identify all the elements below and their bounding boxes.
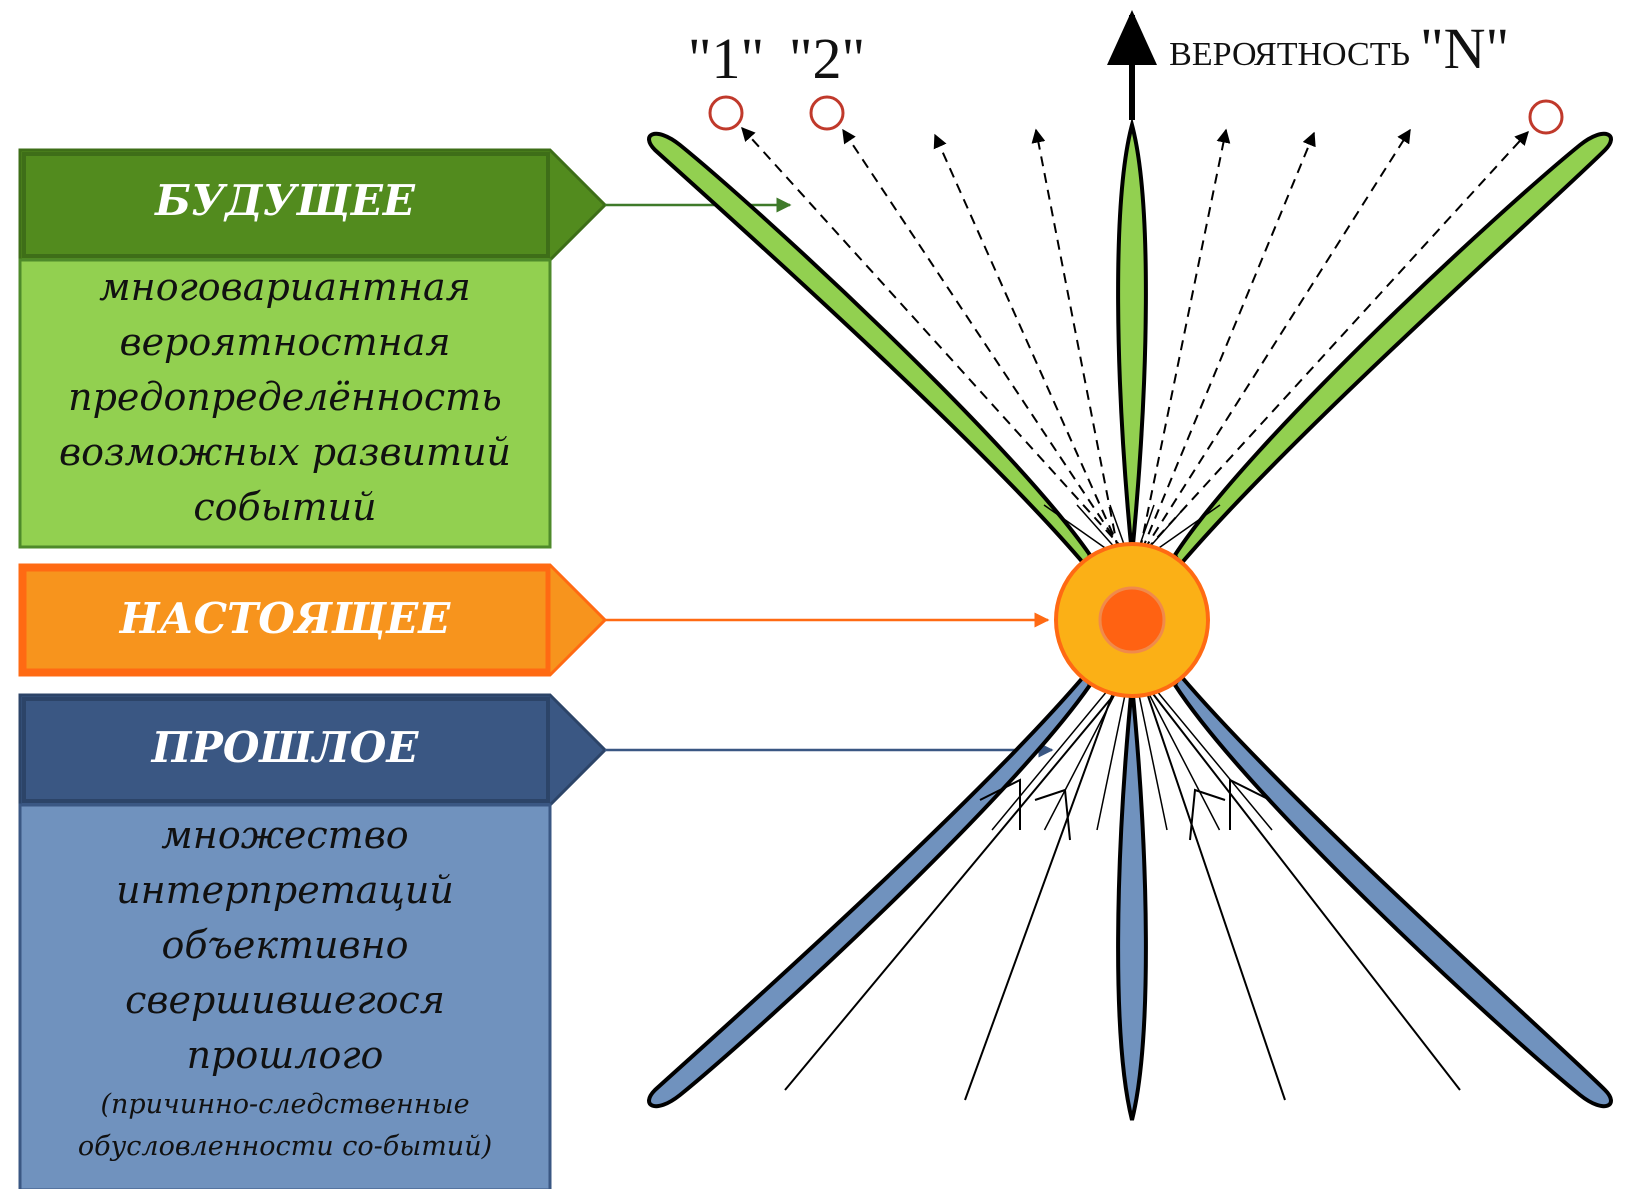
present-core [1098,586,1166,654]
future-petals [647,117,1613,569]
future-line-3: предопределённость [68,375,502,419]
future-petal-left [647,131,1093,569]
future-line-4: возможных развитий [59,430,511,474]
present-header [18,563,608,677]
past-ray-line [1149,689,1461,1091]
label-probability-2: "2" [789,26,865,91]
past-line-2: интерпретаций [116,868,454,912]
past-fan-line [1137,689,1168,831]
dashed-arrow-icon [1143,128,1411,551]
future-line-1: многовариантная [99,265,471,309]
probability-circle-icon [809,95,845,131]
future-header [18,148,608,262]
past-fan-line [1096,689,1127,831]
dashed-arrow-icon [1145,130,1529,551]
dashed-arrow-icon [1139,128,1231,551]
future-fan-line [1155,504,1221,551]
past-fan-line [1043,689,1118,831]
future-title: БУДУЩЕЕ [154,176,416,225]
past-ray-line [1145,689,1286,1101]
past-solid-rays [784,689,1461,1101]
past-petal-left [647,671,1093,1109]
probability-circle-icon [1528,99,1564,135]
past-box: ПРОШЛОЕ множество интерпретаций объектив… [18,693,608,1189]
past-petals [647,671,1613,1121]
past-fan-line [1146,689,1221,831]
past-body [18,803,552,1189]
future-body [18,258,552,549]
future-fan-line [1043,504,1109,551]
future-petal-center [1116,117,1148,556]
dashed-arrow-icon [1141,131,1316,551]
label-probability-word: ВЕРОЯТНОСТЬ [1169,36,1410,73]
future-petal-right [1172,131,1613,569]
past-ray-line [964,689,1115,1101]
present-title: НАСТОЯЩЕЕ [119,594,452,643]
future-line-5: событий [193,485,376,529]
past-header [18,693,608,807]
past-note-2: обусловленности со-бытий) [78,1131,492,1162]
label-probability-1: "1" [688,26,764,91]
past-ray-chevron [979,778,1021,830]
past-fan-line [991,689,1109,831]
past-line-5: прошлого [187,1033,384,1077]
label-probability-n: "N" [1420,16,1509,81]
probability-circle-icon [708,95,744,131]
dashed-arrow-icon [1031,128,1119,551]
vertical-axis-arrowhead [1107,10,1157,65]
past-title: ПРОШЛОЕ [151,723,420,772]
future-fan-line [1076,504,1118,551]
past-fan-line [1155,689,1273,831]
past-note-1: (причинно-следственные [100,1089,469,1120]
past-ray-line [784,689,1119,1091]
past-line-4: свершившегося [125,978,445,1022]
past-petal-right [1172,671,1613,1109]
dashed-arrow-icon [741,126,1125,551]
future-fan-line [1146,504,1188,551]
past-petal-center [1116,684,1148,1121]
dashed-arrow-icon [933,133,1121,551]
past-line-1: множество [161,813,408,857]
future-line-2: вероятностная [119,320,450,364]
future-dashed-arrows [741,126,1529,551]
present-box: НАСТОЯЩЕЕ [18,563,608,677]
past-line-3: объективно [161,923,408,967]
future-box: БУДУЩЕЕ многовариантная вероятностная пр… [18,148,608,549]
past-ray-chevron [1189,788,1226,841]
